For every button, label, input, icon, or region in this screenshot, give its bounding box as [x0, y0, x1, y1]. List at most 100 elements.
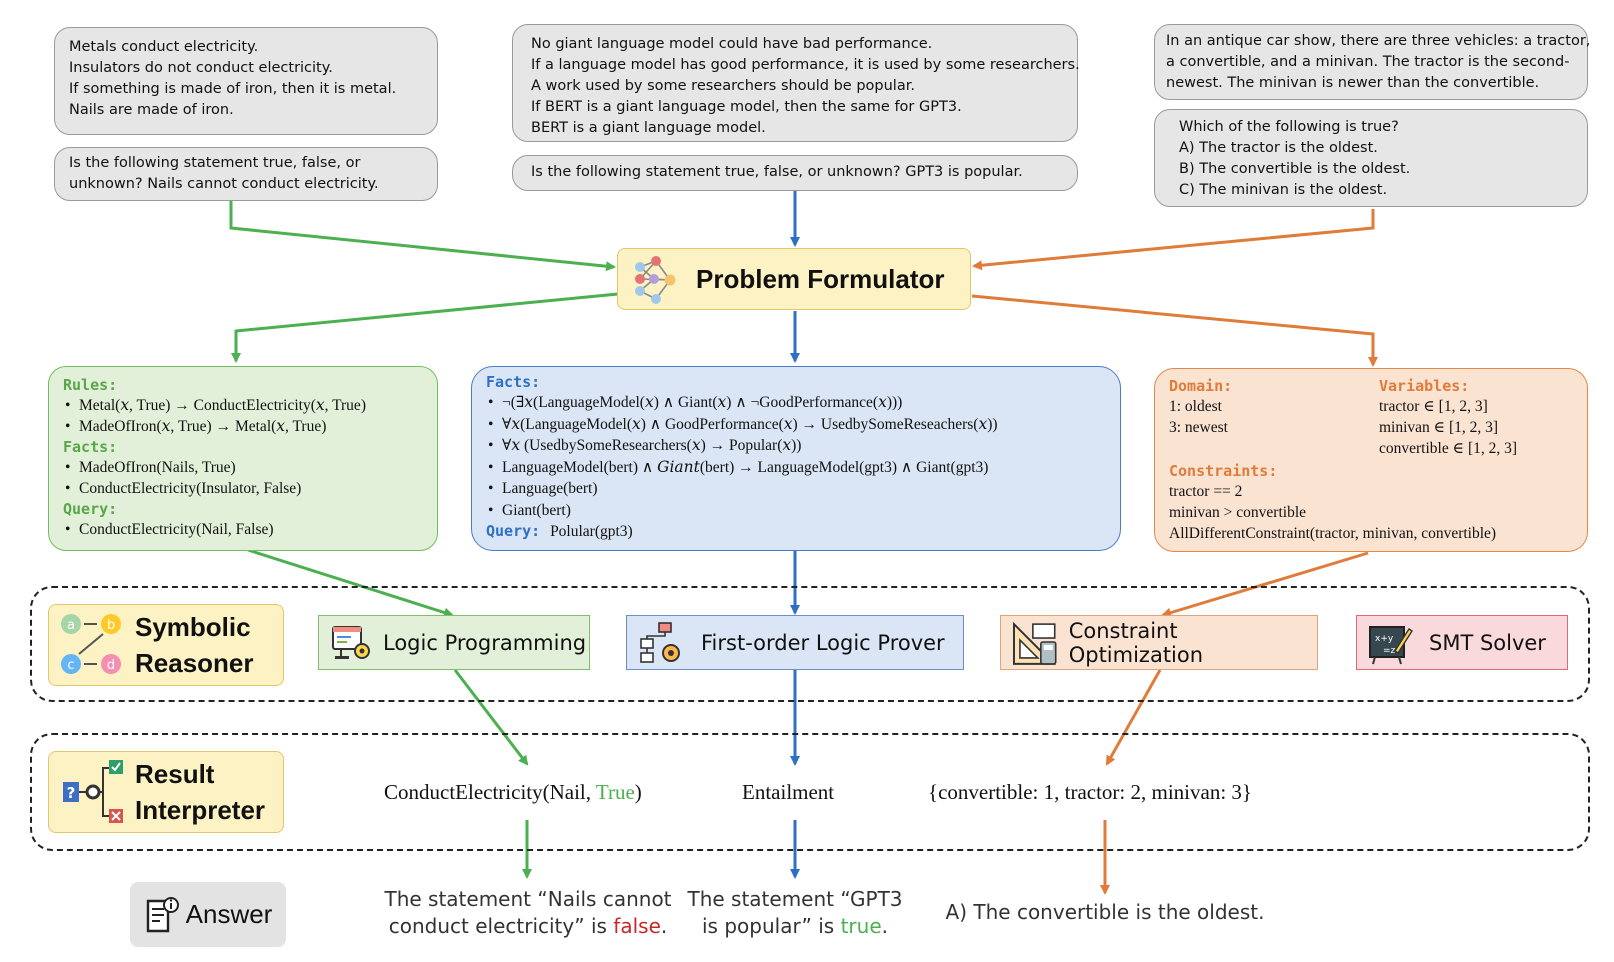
query-item: Polular(gpt3) [550, 523, 633, 540]
arrow-left-to-formulator [229, 199, 616, 272]
network-icon [635, 256, 676, 304]
solver-label: Constraint Optimization [1068, 618, 1204, 667]
result-text: ) [634, 780, 642, 804]
answer-text: conduct electricity” is [388, 914, 614, 938]
constraint-optimization-solver: Constraint Optimization [1000, 615, 1318, 670]
arrow-solver-to-result-right [1105, 669, 1162, 766]
variable-item: convertible ∈ [1, 2, 3] [1379, 440, 1518, 457]
label-line: Symbolic [135, 612, 251, 642]
svg-text:x+y: x+y [1375, 634, 1394, 644]
question-line: A) The tractor is the oldest. [1179, 140, 1378, 156]
rules-label: Rules: [63, 376, 118, 394]
domain-item: 3: newest [1169, 419, 1228, 436]
answer-box: Answer [130, 882, 286, 947]
question-line: B) The convertible is the oldest. [1179, 161, 1411, 177]
result-interpreter-region [30, 733, 1590, 851]
svg-text:c: c [67, 658, 74, 673]
premise-line: In an antique car show, there are three … [1166, 33, 1591, 49]
fact-item: ∀𝑥 (UsedbySomeResearchers(𝑥) → Popular(𝑥… [486, 435, 1110, 457]
svg-text:d: d [107, 658, 115, 673]
arrow-solver-to-result-left [453, 669, 529, 766]
variables-label: Variables: [1379, 377, 1470, 395]
answer-right: A) The convertible is the oldest. [945, 900, 1265, 924]
facts-label: Facts: [486, 373, 541, 391]
abcd-flow-icon: a b c d [61, 614, 121, 674]
formulator-title: Problem Formulator [696, 263, 945, 294]
left-question-box: Is the following statement true, false, … [54, 147, 438, 201]
arrow-left-to-solver [247, 548, 454, 618]
domain-label: Domain: [1169, 377, 1233, 395]
premise-line: Nails are made of iron. [69, 102, 234, 118]
result-value-true: True [595, 780, 635, 804]
csp-box: Domain: 1: oldest 3: newest Variables: t… [1154, 368, 1588, 552]
answer-line: The statement “GPT3 [687, 887, 903, 911]
svg-text:b: b [107, 618, 115, 633]
fact-item: MadeOfIron(Nails, True) [63, 457, 427, 478]
solver-label: Logic Programming [383, 630, 587, 655]
rule-item: MadeOfIron(𝑥, True) → Metal(𝑥, True) [63, 416, 427, 437]
premise-line: Insulators do not conduct electricity. [69, 60, 333, 76]
fol-prover-solver: First-order Logic Prover [626, 615, 964, 670]
label-line: Reasoner [135, 648, 254, 678]
answer-line: The statement “Nails cannot [384, 887, 672, 911]
code-gear-icon [332, 625, 370, 659]
ruler-calculator-icon [1012, 621, 1057, 665]
variable-item: minivan ∈ [1, 2, 3] [1379, 419, 1499, 436]
fol-box: Facts: ¬(∃𝑥(LanguageModel(𝑥) ∧ Giant(𝑥) … [471, 366, 1121, 551]
question-line: Is the following statement true, false, … [69, 155, 361, 171]
fact-item: LanguageModel(bert) ∧ 𝐺𝑖𝑎𝑛𝑡(bert) → Lang… [486, 457, 1110, 479]
premise-line: a convertible, and a minivan. The tracto… [1166, 54, 1570, 70]
answer-left: The statement “Nails cannot conduct elec… [378, 886, 678, 940]
fact-item: ∀𝑥(LanguageModel(𝑥) ∧ GoodPerformance(𝑥)… [486, 414, 1110, 436]
fact-item: Language(bert) [486, 478, 1110, 500]
smt-solver: x+y =z SMT Solver [1356, 615, 1568, 670]
arrow-formulator-to-left [231, 292, 619, 363]
chalkboard-pencil-icon: x+y =z [1369, 625, 1413, 664]
query-item: ConductElectricity(Nail, False) [63, 519, 427, 540]
answer-value-false: false [613, 914, 661, 938]
symbolic-reasoner-region [30, 586, 1590, 702]
logic-programming-solver: Logic Programming [318, 615, 590, 670]
symbolic-reasoner-box: a b c d Symbolic Reasoner [48, 604, 284, 686]
answer-text: is popular” is [702, 914, 841, 938]
label-line: Interpreter [135, 795, 266, 825]
premise-line: If something is made of iron, then it is… [69, 81, 397, 97]
result-interpreter-label: Result Interpreter [135, 756, 265, 828]
rule-item: Metal(𝑥, True) → ConductElectricity(𝑥, T… [63, 395, 427, 416]
constraints-label: Constraints: [1169, 462, 1278, 480]
arrow-formulator-to-right [971, 294, 1378, 367]
result-left: ConductElectricity(Nail, True) [384, 780, 642, 805]
question-line: Which of the following is true? [1179, 119, 1399, 135]
question-line: Is the following statement true, false, … [531, 164, 1023, 180]
fact-item: ¬(∃𝑥(LanguageModel(𝑥) ∧ Giant(𝑥) ∧ ¬Good… [486, 392, 1110, 414]
result-text: ConductElectricity(Nail, [384, 780, 596, 804]
problem-formulator-box: Problem Formulator [617, 248, 971, 310]
answer-text: . [881, 914, 888, 938]
premise-line: newest. The minivan is newer than the co… [1166, 75, 1540, 91]
solver-label: SMT Solver [1429, 630, 1546, 655]
answer-mid: The statement “GPT3 is popular” is true. [682, 886, 908, 940]
constraint-item: AllDifferentConstraint(tractor, minivan,… [1169, 525, 1497, 542]
constraint-item: minivan > convertible [1169, 504, 1307, 521]
mid-premises-box: No giant language model could have bad p… [512, 24, 1080, 142]
symbolic-reasoner-label: Symbolic Reasoner [135, 609, 254, 681]
fact-item: Giant(bert) [486, 500, 1110, 522]
domain-item: 1: oldest [1169, 398, 1222, 415]
result-interpreter-box: ? Result Interpreter [48, 751, 284, 833]
svg-text:=z: =z [1383, 646, 1396, 656]
svg-text:?: ? [67, 784, 76, 802]
logic-program-box: Rules: Metal(𝑥, True) → ConductElectrici… [48, 366, 438, 551]
answer-label: Answer [185, 899, 273, 929]
premise-line: A work used by some researchers should b… [531, 78, 915, 94]
premise-line: No giant language model could have bad p… [531, 36, 933, 52]
question-line: unknown? Nails cannot conduct electricit… [69, 176, 379, 192]
answer-text: . [660, 914, 668, 938]
query-label: Query: [486, 522, 541, 540]
mid-question-box: Is the following statement true, false, … [512, 155, 1078, 191]
arrow-right-to-solver [1161, 551, 1369, 618]
premise-line: Metals conduct electricity. [69, 39, 259, 55]
variable-item: tractor ∈ [1, 2, 3] [1379, 398, 1488, 415]
question-line: C) The minivan is the oldest. [1179, 182, 1388, 198]
label-line: Result [135, 759, 215, 789]
